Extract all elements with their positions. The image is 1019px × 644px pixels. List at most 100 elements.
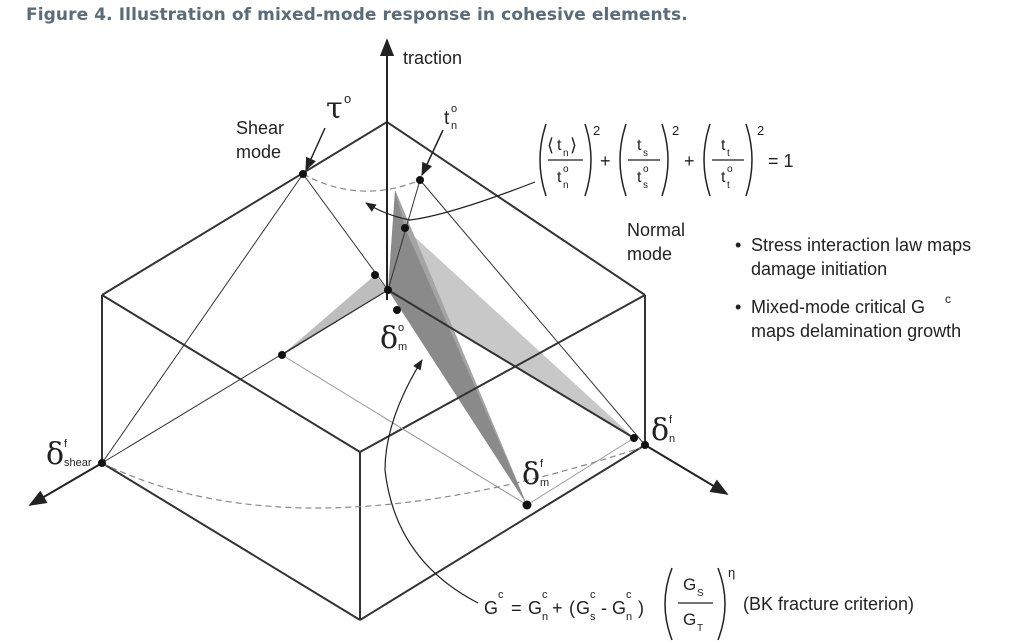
- stress-law-curve-arrow: [365, 181, 536, 221]
- svg-text:(: (: [569, 598, 575, 618]
- shear-mid-dot: [278, 351, 286, 359]
- normal-mode-label-1: Normal: [627, 220, 685, 240]
- svg-text:t: t: [727, 180, 730, 191]
- shear-mode-label-2: mode: [236, 142, 281, 162]
- key-points: [98, 170, 649, 510]
- svg-text:n: n: [626, 611, 632, 623]
- tau-symbol: τ: [326, 91, 343, 126]
- svg-text:2: 2: [757, 123, 764, 138]
- svg-text:G: G: [683, 575, 696, 594]
- bullet-2-sup: c: [945, 292, 951, 306]
- delta-shear-dot: [98, 459, 106, 467]
- delta-mf-sup: f: [540, 458, 544, 470]
- svg-text:): ): [638, 598, 644, 618]
- delta-mf-symbol: δ: [522, 457, 540, 492]
- mixed-peak-dot: [401, 224, 409, 232]
- box-outline: [101, 120, 646, 621]
- svg-text:s: s: [643, 148, 648, 159]
- origin-dot: [384, 286, 392, 294]
- svg-text:t: t: [557, 137, 562, 154]
- svg-text:G: G: [484, 598, 498, 618]
- mixed-triangle-mid: [395, 190, 527, 505]
- tn-subscript: n: [451, 120, 457, 132]
- svg-text:G: G: [612, 598, 626, 618]
- delta-shear-sub: shear: [64, 457, 92, 469]
- svg-text:o: o: [563, 164, 569, 175]
- svg-text:T: T: [697, 623, 703, 634]
- delta-mf-sub: m: [540, 477, 549, 489]
- svg-text:-: -: [601, 598, 607, 618]
- svg-text:+: +: [600, 151, 611, 171]
- svg-text:t: t: [727, 148, 730, 159]
- bk-criterion-equation: G c = G c n + ( G c s - G c n ) G S G T …: [484, 565, 914, 641]
- bullet-dot-1: •: [735, 235, 741, 255]
- svg-text:t: t: [637, 169, 642, 186]
- bottom-dashed-arc: [101, 447, 641, 509]
- normal-mode-label-2: mode: [627, 244, 672, 264]
- svg-text:t: t: [557, 169, 562, 186]
- bullet-2-line-1: Mixed-mode critical G: [751, 297, 925, 317]
- bk-curve-arrow: [384, 359, 479, 604]
- bullet-1-line-2: damage initiation: [751, 259, 887, 279]
- construction-lines: [101, 173, 646, 506]
- svg-text:2: 2: [672, 123, 679, 138]
- svg-text:c: c: [626, 589, 632, 601]
- svg-text:n: n: [563, 148, 569, 159]
- shear-mode-label-1: Shear: [236, 118, 284, 138]
- svg-text:+: +: [684, 151, 695, 171]
- top-dashed-arc: [302, 173, 421, 192]
- shear-peak-dot: [299, 170, 307, 178]
- normal-triangle-light: [388, 228, 634, 438]
- stress-interaction-equation: ⟨ t n ⟩ t o n 2 + t s t o s 2 + t t t o …: [539, 123, 794, 197]
- svg-text:G: G: [576, 598, 590, 618]
- svg-text:G: G: [528, 598, 542, 618]
- tn-pointer-arrow: [421, 129, 444, 177]
- delta-shear-symbol: δ: [46, 437, 64, 472]
- svg-text:+: +: [552, 598, 563, 618]
- delta-m0-sup: o: [398, 322, 404, 334]
- svg-text:⟩: ⟩: [570, 135, 577, 155]
- bullet-list: • Stress interaction law maps damage ini…: [735, 235, 971, 341]
- svg-text:c: c: [590, 589, 596, 601]
- mixed-shear-dot: [371, 271, 379, 279]
- delta-nf-symbol: δ: [651, 413, 669, 448]
- normal-final-dot: [630, 434, 638, 442]
- svg-text:s: s: [590, 611, 596, 623]
- svg-text:n: n: [542, 611, 548, 623]
- bullet-dot-2: •: [735, 297, 741, 317]
- shear-axis: [28, 462, 103, 506]
- svg-text:=: =: [511, 598, 522, 618]
- delta-mf-dot: [522, 500, 532, 510]
- normal-axis: [644, 444, 729, 495]
- tn-superscript: o: [451, 103, 457, 115]
- bullet-2-line-2: maps delamination growth: [751, 321, 961, 341]
- svg-text:= 1: = 1: [768, 151, 794, 171]
- svg-text:G: G: [683, 610, 696, 629]
- svg-text:o: o: [727, 164, 733, 175]
- mixed-triangle-dark: [388, 190, 527, 505]
- svg-text:η: η: [728, 565, 735, 580]
- delta-nf-sup: f: [669, 414, 673, 426]
- tau-pointer-arrow: [305, 127, 326, 172]
- delta-shear-sup: f: [64, 438, 68, 450]
- svg-text:s: s: [643, 180, 648, 191]
- svg-text:t: t: [637, 137, 642, 154]
- delta-m0-sub: m: [398, 341, 407, 353]
- svg-text:t: t: [721, 169, 726, 186]
- traction-label: traction: [403, 48, 462, 68]
- bullet-1-line-1: Stress interaction law maps: [751, 235, 971, 255]
- tn-symbol: t: [444, 108, 450, 129]
- svg-text:t: t: [721, 137, 726, 154]
- normal-peak-dot: [416, 176, 424, 184]
- svg-text:S: S: [697, 588, 704, 599]
- bk-label: (BK fracture criterion): [743, 594, 914, 614]
- svg-text:2: 2: [593, 123, 600, 138]
- svg-text:o: o: [643, 164, 649, 175]
- delta-m0-symbol: δ: [380, 321, 398, 356]
- delta-nf-sub: n: [669, 433, 675, 445]
- svg-text:c: c: [498, 589, 504, 601]
- svg-text:c: c: [542, 589, 548, 601]
- figure-caption: Figure 4. Illustration of mixed-mode res…: [26, 5, 688, 25]
- svg-text:n: n: [563, 180, 569, 191]
